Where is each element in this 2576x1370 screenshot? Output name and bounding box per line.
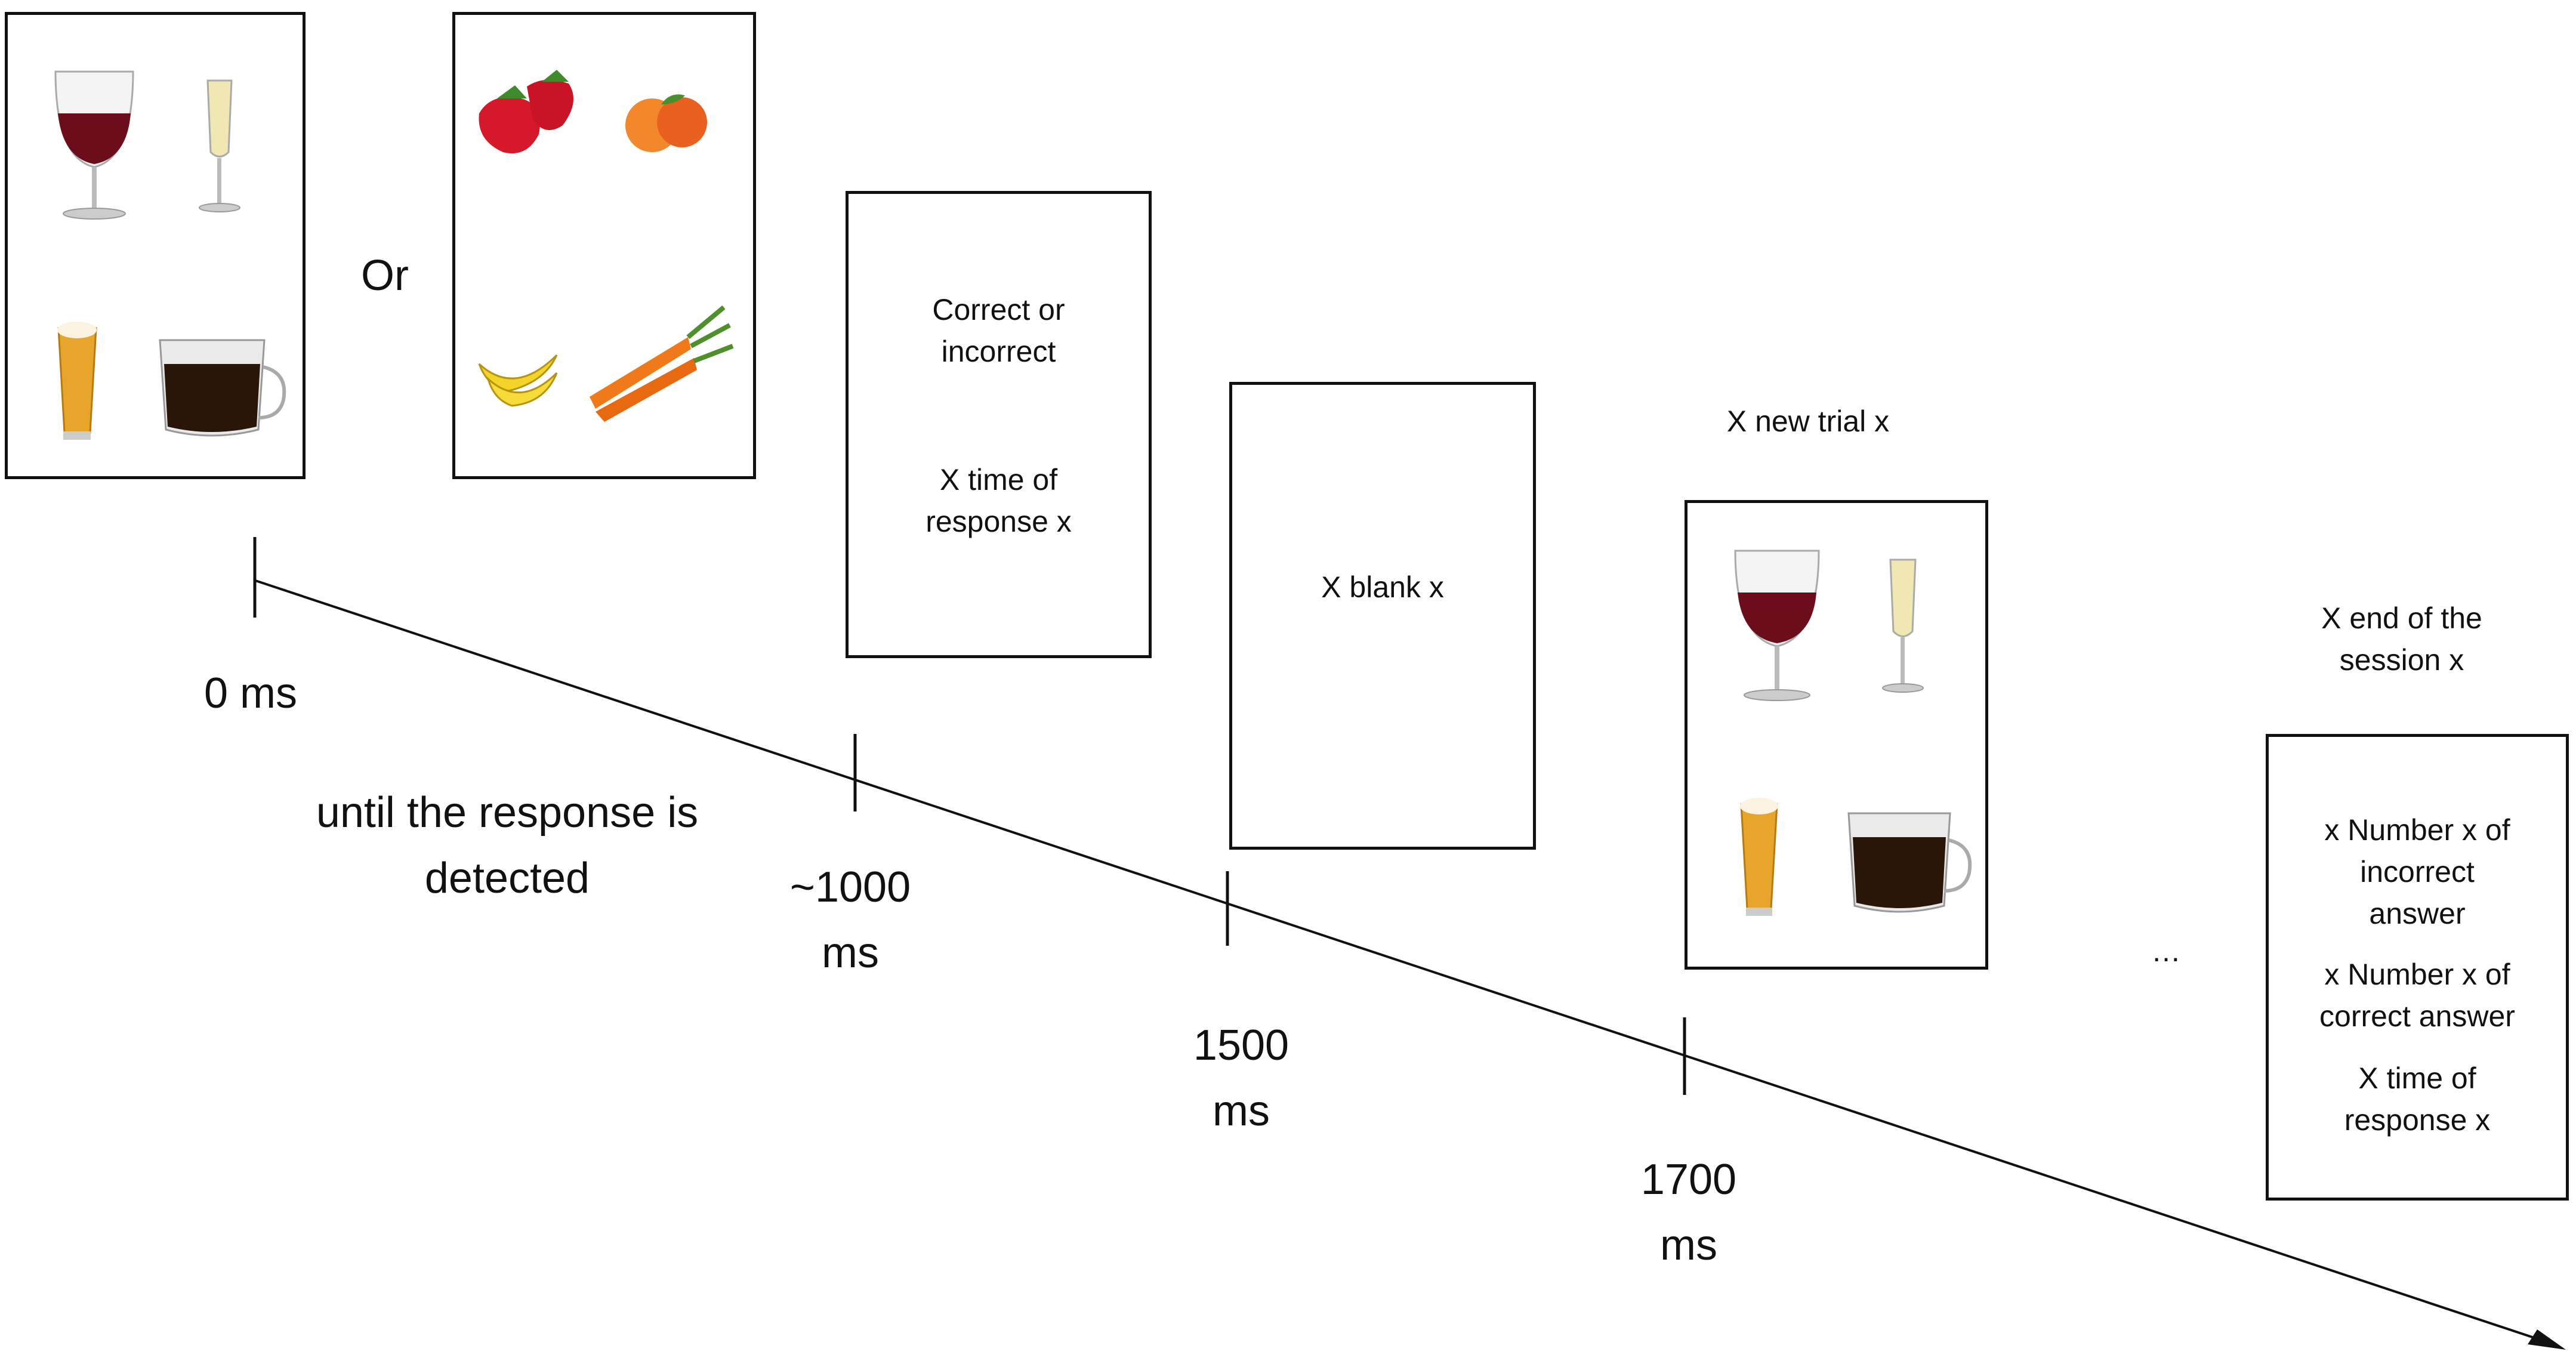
feedback-line-1: Correct or: [932, 293, 1065, 326]
red-wine-glass-icon: [54, 70, 134, 220]
coffee-mug-icon: [1847, 812, 1972, 913]
blank-screen-text: X blank x: [1321, 570, 1444, 604]
time-label-0ms: 0 ms: [203, 669, 298, 717]
ellipsis: …: [2151, 934, 2181, 968]
end-screen-line-6: X time of: [2358, 1062, 2476, 1095]
bananas-icon: [478, 354, 558, 407]
end-screen-line-5: correct answer: [2319, 999, 2515, 1033]
end-screen-line-3: answer: [2369, 897, 2466, 930]
timeline-arrowhead: [2528, 1329, 2566, 1350]
champagne-flute-icon: [199, 79, 240, 212]
feedback-screen: [846, 191, 1152, 658]
or-label: Or: [361, 252, 409, 300]
end-session-label-1: X end of the: [2321, 601, 2482, 635]
time-label-1500ms-unit: ms: [1213, 1087, 1270, 1135]
end-session-label-2: session x: [2339, 643, 2464, 677]
timeline-line: [253, 579, 2546, 1343]
blank-screen: [1229, 382, 1536, 850]
time-label-1500ms-value: 1500: [1193, 1022, 1289, 1069]
end-screen-line-7: response x: [2344, 1103, 2491, 1137]
feedback-line-2: incorrect: [941, 335, 1056, 368]
end-session-screen: [2266, 734, 2569, 1201]
until-response-line-2: detected: [424, 854, 590, 902]
time-label-1000ms-value: ~1000: [789, 863, 911, 911]
time-label-1700ms-unit: ms: [1660, 1221, 1717, 1269]
coffee-mug-icon: [159, 339, 286, 437]
until-response-line-1: until the response is: [316, 789, 699, 837]
peaches-icon: [625, 94, 707, 152]
end-screen-line-4: x Number x of: [2324, 958, 2510, 991]
feedback-line-3: X time of: [939, 463, 1058, 496]
time-label-1700ms-value: 1700: [1640, 1156, 1737, 1204]
end-screen-line-2: incorrect: [2360, 855, 2475, 888]
feedback-line-4: response x: [925, 505, 1072, 538]
strawberries-icon: [479, 70, 573, 153]
stimulus-screen-new-trial: [1685, 500, 1988, 970]
red-wine-glass-icon: [1734, 550, 1820, 701]
beer-glass-icon: [57, 322, 97, 440]
stimulus-screen-drinks: [5, 12, 306, 479]
new-trial-label: X new trial x: [1726, 405, 1890, 438]
stimulus-screen-fruits: [452, 12, 756, 479]
carrots-icon: [590, 305, 734, 422]
champagne-flute-icon: [1882, 559, 1924, 693]
end-screen-line-1: x Number x of: [2324, 813, 2510, 847]
time-label-1000ms-unit: ms: [822, 929, 879, 977]
beer-glass-icon: [1740, 798, 1778, 916]
